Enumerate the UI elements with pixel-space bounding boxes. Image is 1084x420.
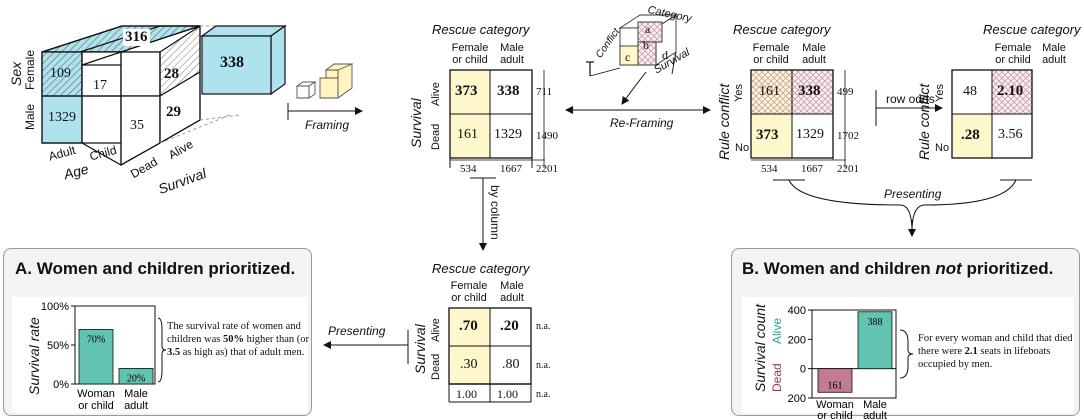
row-odds-arrow — [875, 90, 943, 126]
table4-na: n.a. — [536, 321, 551, 332]
cube-value-28: 28 — [164, 66, 179, 82]
table3-row-no: No — [935, 142, 950, 154]
cube-sex-axis-label: Sex — [8, 61, 24, 86]
framing-arrow — [287, 63, 363, 120]
mini-cube — [586, 14, 678, 105]
table2-cell: 161 — [759, 84, 780, 99]
table1-title: Rescue category — [432, 22, 530, 37]
panel-a-note: The survival rate of women and children … — [167, 321, 310, 358]
table3-title: Rescue category — [983, 22, 1081, 37]
table1-row-alive: Alive — [430, 82, 442, 106]
cube-female-label: Female — [23, 49, 37, 90]
table1-row-dead: Dead — [430, 123, 442, 150]
table3-cell: 3.56 — [998, 127, 1023, 142]
table2-row-no: No — [735, 142, 750, 154]
by-column-arrow — [470, 177, 496, 251]
table2-row-total: 1702 — [837, 130, 859, 142]
table1-row-axis: Survival — [408, 98, 424, 148]
table4-row-dead: Dead — [430, 353, 442, 380]
panel-b-alive-label: Alive — [770, 317, 784, 344]
cube-value-29: 29 — [166, 104, 181, 120]
table4-grid — [448, 307, 532, 403]
table2-grid — [750, 69, 846, 168]
presenting-top-arrow — [773, 179, 1032, 237]
table2-cell: 1329 — [796, 127, 824, 142]
table1-cell: 161 — [457, 127, 478, 142]
table2-grand-total: 2201 — [837, 163, 859, 175]
table2-row-total: 499 — [837, 86, 854, 98]
table4-cell: 1.00 — [497, 387, 518, 401]
mini-cube-c: c — [625, 50, 631, 64]
table3-row-yes: Yes — [934, 84, 946, 102]
detached-cell — [200, 24, 287, 96]
mini-cube-d: d — [662, 48, 668, 62]
table3-grid — [951, 69, 1033, 159]
table2-row-yes: Yes — [733, 84, 745, 102]
table1-col-total: 534 — [460, 163, 477, 175]
table1-row-total: 1490 — [536, 130, 558, 142]
table1-col-total: 1667 — [500, 163, 522, 175]
presenting-left-label: Presenting — [328, 324, 386, 338]
table4-na: n.a. — [536, 360, 551, 371]
mini-cube-b: b — [643, 38, 649, 52]
panel-a-ylabel: Survival rate — [26, 317, 42, 395]
row-odds-label: row odds — [886, 92, 935, 106]
by-column-label: by column — [488, 185, 502, 240]
table3-cell: 2.10 — [997, 83, 1024, 99]
table2-col-total: 1667 — [801, 163, 823, 175]
table2-col-total: 534 — [761, 163, 778, 175]
cube-value-17: 17 — [93, 78, 107, 93]
panel-a-title: A. Women and children prioritized. — [15, 259, 296, 278]
cube-value-1329: 1329 — [48, 110, 76, 125]
table4-row-axis: Survival — [412, 324, 428, 374]
table2-title: Rescue category — [733, 22, 831, 37]
panel-b-note: For every woman and child that died ther… — [918, 333, 1073, 370]
table1-cell: 338 — [497, 83, 520, 99]
table1-grand-total: 2201 — [536, 163, 558, 175]
table4-row-alive: Alive — [430, 318, 442, 342]
cube-value-109: 109 — [50, 66, 71, 81]
panel-b-dead-label: Dead — [770, 363, 784, 392]
mini-cube-a: a — [645, 22, 651, 36]
cube-side-dead-female — [120, 51, 161, 97]
table4-cell: .70 — [459, 318, 478, 334]
table2-cell: 338 — [798, 83, 821, 99]
cube-male-label: Male — [23, 103, 37, 130]
panel-a: A. Women and children prioritized. — [3, 248, 312, 416]
table3-row-axis: Rule conflict — [916, 83, 932, 160]
cube-value-316: 316 — [123, 29, 150, 46]
panel-b-title: B. Women and children not prioritized. — [742, 259, 1054, 278]
table4-na: n.a. — [536, 389, 551, 400]
table4-title: Rescue category — [432, 261, 530, 276]
table4-cell: .80 — [502, 357, 520, 372]
cube-value-35: 35 — [130, 118, 144, 133]
table1-grid — [449, 69, 545, 168]
presenting-left-arrow — [323, 330, 409, 364]
table1-row-total: 711 — [536, 86, 553, 98]
table2-row-axis: Rule conflict — [716, 83, 732, 160]
table2-cell: 373 — [756, 127, 779, 143]
table4-cell: .30 — [460, 357, 478, 372]
table3-cell: 48 — [963, 84, 977, 99]
data-cube — [41, 24, 201, 167]
table1-cell: 1329 — [494, 127, 522, 142]
table4-cell: 1.00 — [456, 387, 477, 401]
panel-b-ylabel: Survival count — [752, 304, 768, 392]
reframing-label: Re-Framing — [610, 116, 674, 130]
detached-value-338: 338 — [220, 54, 244, 71]
table1-cell: 373 — [455, 83, 478, 99]
table3-cell: .28 — [961, 127, 980, 143]
table4-cell: .20 — [500, 318, 519, 334]
framing-label: Framing — [305, 118, 350, 132]
presenting-top-label: Presenting — [884, 187, 942, 201]
